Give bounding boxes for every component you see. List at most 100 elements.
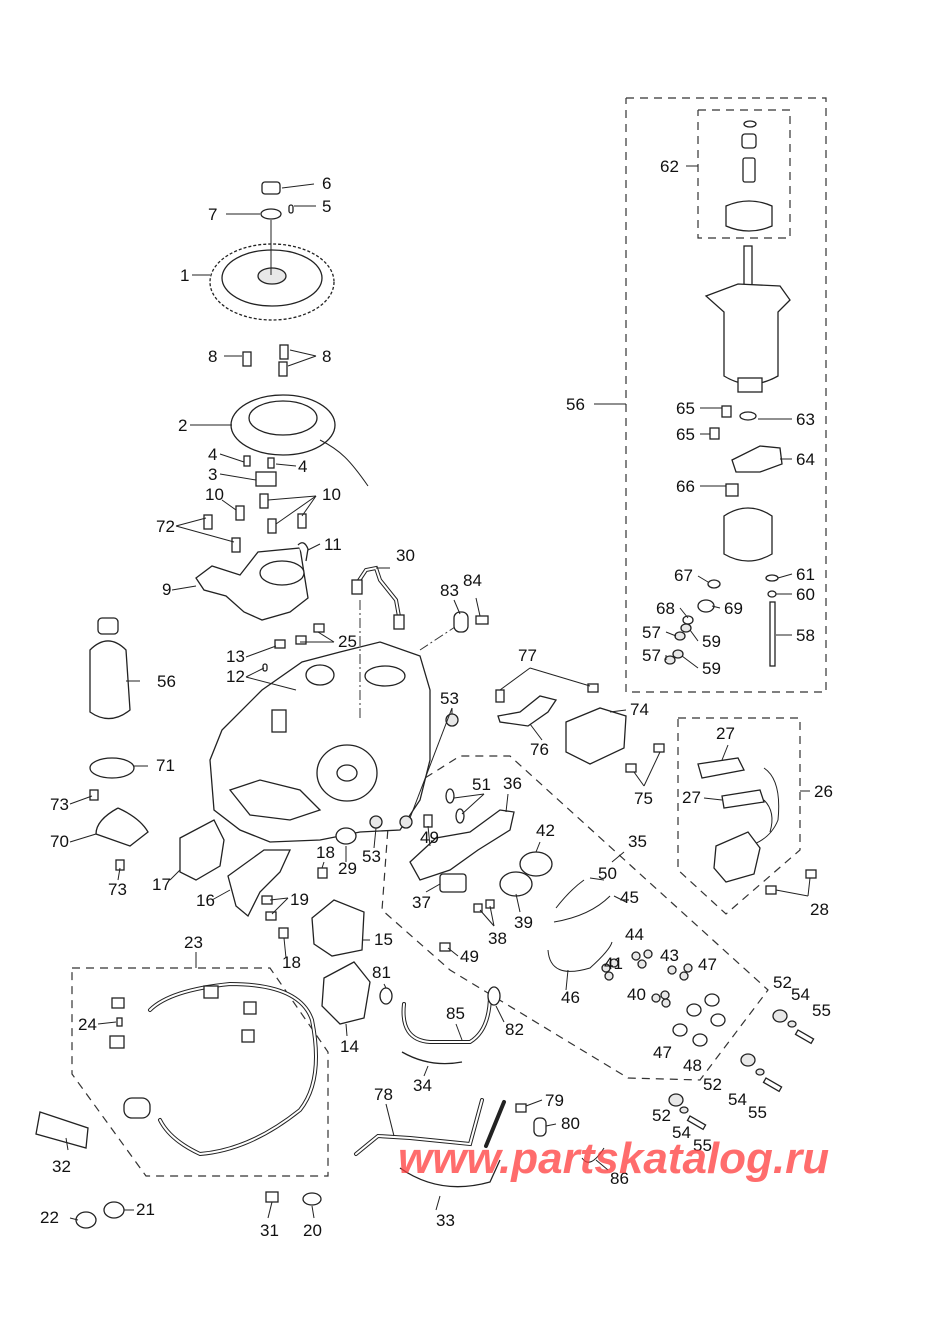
callout-78: 78 — [374, 1085, 393, 1104]
clamp-22 — [75, 1211, 97, 1229]
callout-37: 37 — [412, 893, 431, 912]
callout-3: 3 — [208, 465, 217, 484]
pinion-gear — [725, 200, 773, 232]
bracket-76 — [497, 695, 558, 727]
callout-55: 55 — [748, 1103, 767, 1122]
connector-kit-group — [409, 788, 726, 1047]
callout-47: 47 — [698, 955, 717, 974]
callout-65: 65 — [676, 399, 695, 418]
callout-63: 63 — [796, 410, 815, 429]
callout-33: 33 — [436, 1211, 455, 1230]
callout-29: 29 — [338, 859, 357, 878]
callout-9: 9 — [162, 580, 171, 599]
callout-60: 60 — [796, 585, 815, 604]
callout-28: 28 — [810, 900, 829, 919]
callout-47: 47 — [653, 1043, 672, 1062]
callout-45: 45 — [620, 888, 639, 907]
callout-23: 23 — [184, 933, 203, 952]
watermark: www.partskatalog.ru — [398, 1134, 829, 1183]
callout-18: 18 — [282, 953, 301, 972]
connector-kit-box — [381, 755, 769, 1081]
callout-67: 67 — [674, 566, 693, 585]
screw-79 — [515, 1103, 527, 1113]
callout-10: 10 — [322, 485, 341, 504]
callout-11: 11 — [324, 535, 342, 554]
callout-41: 41 — [604, 954, 623, 973]
callout-38: 38 — [488, 929, 507, 948]
callout-12: 12 — [226, 667, 245, 686]
through-bolt-58 — [769, 601, 776, 667]
mounts-group — [668, 1009, 815, 1131]
callout-19: 19 — [290, 890, 309, 909]
callout-54: 54 — [791, 985, 810, 1004]
flywheel-nut — [261, 181, 281, 195]
callout-6: 6 — [322, 174, 331, 193]
callout-57: 57 — [642, 646, 661, 665]
cable-86 — [581, 1147, 605, 1163]
pinion-kit-box — [697, 109, 791, 239]
callout-20: 20 — [303, 1221, 322, 1240]
ecu-14 — [321, 961, 371, 1025]
callout-44: 44 — [625, 925, 644, 944]
callout-10: 10 — [205, 485, 224, 504]
callout-58: 58 — [796, 626, 815, 645]
woodruff-key — [288, 204, 294, 214]
leader-lines — [65, 165, 811, 1221]
callout-21: 21 — [136, 1200, 155, 1219]
callout-55: 55 — [812, 1001, 831, 1020]
callout-46: 46 — [561, 988, 580, 1007]
connector-39 — [499, 871, 533, 897]
callout-59: 59 — [702, 659, 721, 678]
callout-81: 81 — [372, 963, 391, 982]
callout-66: 66 — [676, 477, 695, 496]
rectifier-group — [495, 683, 665, 773]
callout-54: 54 — [672, 1123, 691, 1142]
group-boxes — [71, 97, 827, 1177]
cap-81 — [379, 987, 393, 1005]
callout-52: 52 — [703, 1075, 722, 1094]
callout-49: 49 — [420, 828, 439, 847]
callout-13: 13 — [226, 647, 245, 666]
callout-64: 64 — [796, 450, 815, 469]
callout-31: 31 — [260, 1221, 279, 1240]
callout-62: 62 — [660, 157, 679, 176]
callout-5: 5 — [322, 197, 331, 216]
callout-57: 57 — [642, 623, 661, 642]
clamp-83 — [453, 611, 469, 633]
callout-26: 26 — [814, 782, 833, 801]
starter-assembly-box — [625, 97, 827, 693]
cap-80 — [533, 1117, 547, 1137]
callout-72: 72 — [156, 517, 175, 536]
callout-42: 42 — [536, 821, 555, 840]
callout-54: 54 — [728, 1090, 747, 1109]
stator-base-group — [195, 493, 325, 696]
callout-24: 24 — [78, 1015, 97, 1034]
callout-8: 8 — [208, 347, 217, 366]
callout-32: 32 — [52, 1157, 71, 1176]
flywheel-group — [209, 181, 335, 321]
cap-82 — [487, 986, 501, 1006]
callout-85: 85 — [446, 1004, 465, 1023]
callout-74: 74 — [630, 700, 649, 719]
flywheel-washer — [260, 208, 282, 220]
callout-79: 79 — [545, 1091, 564, 1110]
callout-82: 82 — [505, 1020, 524, 1039]
screw-84 — [475, 615, 489, 625]
callout-61: 61 — [796, 565, 815, 584]
callout-27: 27 — [716, 724, 735, 743]
callout-50: 50 — [598, 864, 617, 883]
callout-75: 75 — [634, 789, 653, 808]
holder-36 — [409, 809, 515, 881]
pulser-coil — [255, 471, 277, 487]
clamp-20 — [302, 1192, 322, 1206]
cables-group — [354, 986, 605, 1188]
callout-36: 36 — [503, 774, 522, 793]
sensor-29 — [335, 827, 357, 845]
callout-51: 51 — [472, 775, 491, 794]
starter-band-71 — [89, 757, 135, 779]
callout-8: 8 — [322, 347, 331, 366]
callout-2: 2 — [178, 416, 187, 435]
callout-73: 73 — [50, 795, 69, 814]
